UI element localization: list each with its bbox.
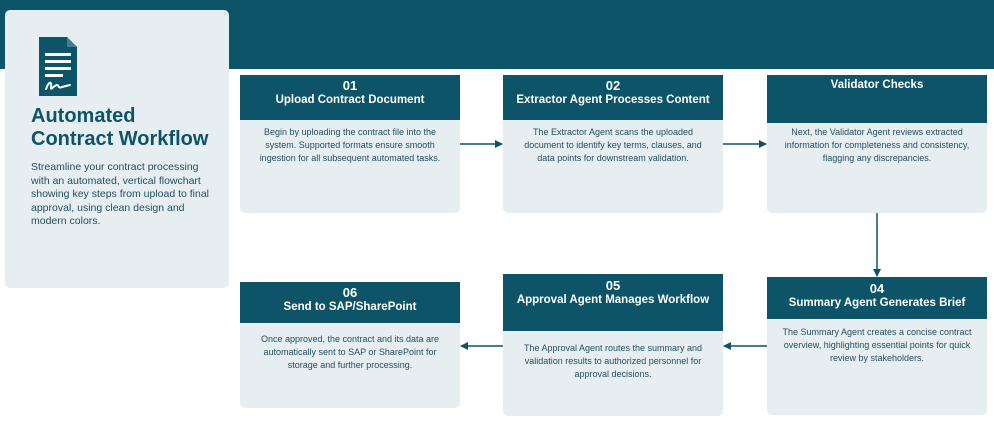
step-number: 01 [342,78,358,93]
step-01: 01 Upload Contract Document Begin by upl… [240,75,460,213]
intro-description: Streamline your contract processing with… [31,161,210,227]
contract-document-icon [39,37,77,96]
step-header: 02 Extractor Agent Processes Content [503,75,723,120]
step-description: Next, the Validator Agent reviews extrac… [784,127,970,163]
step-title: Approval Agent Manages Workflow [516,294,710,306]
step-title: Validator Checks [830,79,924,91]
step-header: 05 Approval Agent Manages Workflow [503,274,723,331]
step-number: 06 [342,285,358,300]
page-title: Automated Contract Workflow [31,105,209,150]
step-description: Begin by uploading the contract file int… [259,127,441,163]
step-number: 02 [605,78,621,93]
step-header: 06 Send to SAP/SharePoint [240,282,460,323]
intro-card: Automated Contract Workflow Streamline y… [5,10,229,288]
step-05: 05 Approval Agent Manages Workflow The A… [503,274,723,416]
step-header: 04 Summary Agent Generates Brief [767,277,987,319]
step-description: The Summary Agent creates a concise cont… [782,327,972,363]
step-04: 04 Summary Agent Generates Brief The Sum… [767,277,987,415]
step-description: Once approved, the contract and its data… [260,334,440,370]
step-description: The Approval Agent routes the summary an… [523,343,703,379]
step-header: Validator Checks [767,75,987,123]
step-03: Validator Checks Next, the Validator Age… [767,75,987,213]
step-title: Send to SAP/SharePoint [283,301,417,313]
step-number: 05 [605,278,621,293]
step-title: Extractor Agent Processes Content [516,94,710,106]
step-header: 01 Upload Contract Document [240,75,460,120]
step-title: Upload Contract Document [275,94,425,106]
step-02: 02 Extractor Agent Processes Content The… [503,75,723,213]
step-06: 06 Send to SAP/SharePoint Once approved,… [240,282,460,408]
step-title: Summary Agent Generates Brief [788,297,966,309]
step-number: 04 [869,281,885,296]
step-description: The Extractor Agent scans the uploaded d… [524,127,702,163]
